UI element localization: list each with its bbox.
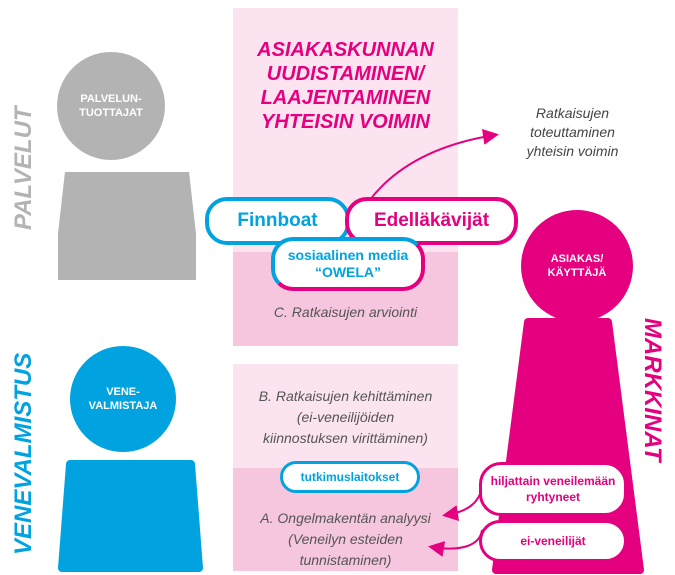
boat-builder-body bbox=[58, 460, 203, 572]
social-media-owela: sosiaalinen media“OWELA” bbox=[271, 237, 425, 291]
service-provider-body bbox=[58, 172, 196, 280]
social-media-label: sosiaalinen media bbox=[287, 247, 409, 263]
stage-c-line: C. Ratkaisujen arviointi bbox=[273, 304, 418, 320]
service-provider-head: PALVELUN- TUOTTAJAT bbox=[57, 52, 165, 160]
circle-label: PALVELUN- bbox=[80, 93, 142, 105]
stage-a-line: (Veneilyn esteiden bbox=[288, 531, 403, 547]
band-stage-b bbox=[233, 364, 458, 468]
title-line: YHTEISIN VOIMIN bbox=[261, 111, 430, 133]
outcome-line: Ratkaisujen bbox=[535, 105, 610, 121]
circle-label: ASIAKAS/ bbox=[550, 253, 604, 265]
group-recent-boaters: hiljattain veneilemään ryhtyneet bbox=[479, 462, 627, 516]
group-label: hiljattain veneilemään bbox=[490, 474, 616, 488]
stage-a-line: tunnistaminen) bbox=[299, 552, 392, 568]
outcome-line: toteuttaminen bbox=[530, 124, 615, 140]
title-line: UUDISTAMINEN/ bbox=[266, 63, 425, 85]
stage-a-line: A. Ongelmakentän analyysi bbox=[260, 510, 431, 526]
social-media-label: “OWELA” bbox=[314, 264, 382, 280]
stage-b-line: B. Ratkaisujen kehittäminen bbox=[258, 388, 433, 404]
outcome-line: yhteisin voimin bbox=[526, 143, 619, 159]
side-label-palvelut: PALVELUT bbox=[10, 106, 37, 230]
stage-b: B. Ratkaisujen kehittäminen (ei-veneilij… bbox=[233, 386, 458, 449]
circle-label: KÄYTTÄJÄ bbox=[547, 267, 607, 279]
stage-c: C. Ratkaisujen arviointi bbox=[233, 302, 458, 323]
title-line: ASIAKASKUNNAN bbox=[257, 39, 434, 61]
boat-builder-head: VENE- VALMISTAJA bbox=[70, 346, 176, 452]
outcome-note: Ratkaisujen toteuttaminen yhteisin voimi… bbox=[505, 104, 640, 161]
stage-a: A. Ongelmakentän analyysi (Veneilyn este… bbox=[233, 508, 458, 571]
circle-label: VALMISTAJA bbox=[88, 400, 158, 412]
group-non-boaters: ei-veneilijät bbox=[479, 520, 627, 562]
side-label-markkinat: MARKKINAT bbox=[639, 318, 666, 462]
circle-label: TUOTTAJAT bbox=[79, 107, 143, 119]
customer-head: ASIAKAS/KÄYTTÄJÄ bbox=[521, 210, 633, 322]
side-label-venevalmistus: VENEVALMISTUS bbox=[10, 352, 37, 555]
group-label: ryhtyneet bbox=[525, 490, 581, 504]
circle-label: VENE- bbox=[106, 386, 140, 398]
title-line: LAAJENTAMINEN bbox=[260, 87, 431, 109]
stage-b-line: kiinnostuksen virittäminen) bbox=[263, 430, 428, 446]
stage-b-line: (ei-veneilijöiden bbox=[296, 409, 395, 425]
research-institutes: tutkimuslaitokset bbox=[280, 461, 420, 493]
